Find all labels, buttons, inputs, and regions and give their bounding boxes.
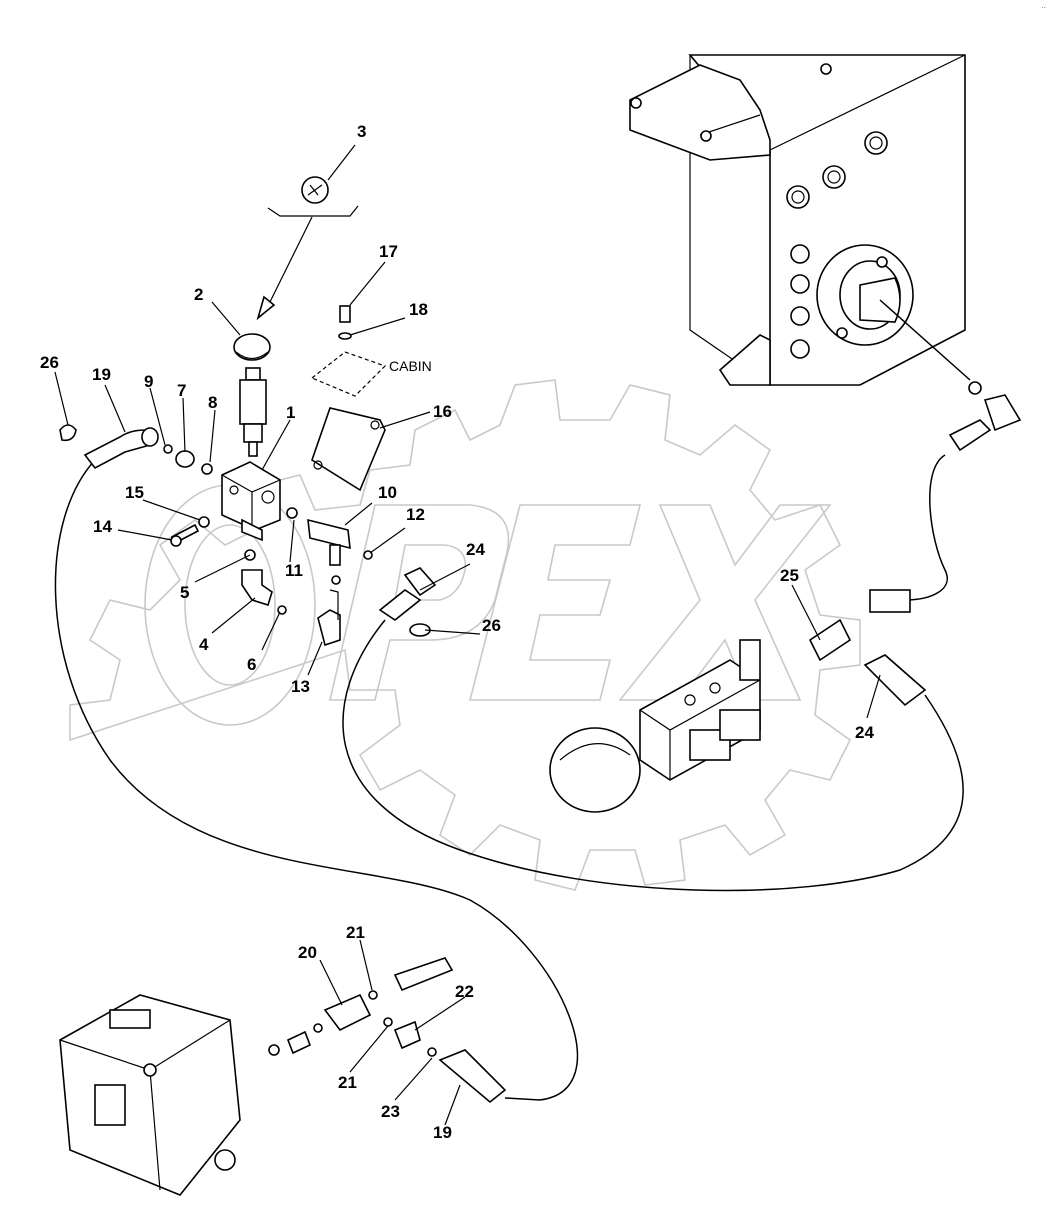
callout-17: 17 bbox=[379, 242, 398, 261]
corner-code: .. bbox=[1041, 2, 1046, 10]
leader-lines bbox=[54, 144, 881, 1126]
watermark-p bbox=[328, 504, 510, 701]
callout-26-left: 26 bbox=[40, 353, 59, 372]
callout-21-bottom: 21 bbox=[338, 1073, 357, 1092]
callout-4: 4 bbox=[199, 635, 209, 654]
callout-14: 14 bbox=[93, 517, 112, 536]
watermark-o-outer bbox=[144, 484, 316, 726]
hose-center bbox=[342, 619, 964, 892]
watermark-o-inner bbox=[184, 524, 276, 686]
callout-18: 18 bbox=[409, 300, 428, 319]
callout-13: 13 bbox=[291, 677, 310, 696]
callout-3: 3 bbox=[357, 122, 366, 141]
callout-labels: 1 2 3 4 5 6 7 8 9 10 11 12 13 14 15 16 1… bbox=[40, 122, 874, 1142]
callout-26-center: 26 bbox=[482, 616, 501, 635]
watermark-e bbox=[468, 504, 642, 701]
cab-housing bbox=[629, 54, 966, 386]
callout-25: 25 bbox=[780, 566, 799, 585]
callout-16: 16 bbox=[433, 402, 452, 421]
fitting-24-upper bbox=[378, 567, 437, 637]
callout-5: 5 bbox=[180, 583, 189, 602]
callout-19-top: 19 bbox=[92, 365, 111, 384]
watermark-x bbox=[618, 504, 832, 701]
cabin-annotation: CABIN bbox=[389, 358, 432, 374]
callout-22: 22 bbox=[455, 982, 474, 1001]
part-1-valve-block bbox=[221, 461, 281, 542]
callout-10: 10 bbox=[378, 483, 397, 502]
callout-24-upper: 24 bbox=[466, 540, 485, 559]
part-2-cap bbox=[233, 333, 271, 361]
elbow-4 bbox=[241, 549, 287, 615]
callout-11: 11 bbox=[285, 561, 303, 580]
hose-cab-return bbox=[879, 299, 971, 381]
callout-15: 15 bbox=[125, 483, 144, 502]
callout-23: 23 bbox=[381, 1102, 400, 1121]
callout-20: 20 bbox=[298, 943, 317, 962]
fittings-bottom bbox=[268, 957, 507, 1104]
fittings-left bbox=[59, 424, 213, 475]
callout-2: 2 bbox=[194, 285, 203, 304]
tee-10 bbox=[286, 507, 373, 647]
callout-9: 9 bbox=[144, 372, 153, 391]
callout-8: 8 bbox=[208, 393, 217, 412]
control-valve-assembly bbox=[549, 381, 1022, 813]
hose-left bbox=[54, 459, 579, 1101]
callout-12: 12 bbox=[406, 505, 425, 524]
pump-assembly bbox=[59, 994, 241, 1196]
callout-6: 6 bbox=[247, 655, 256, 674]
part-16-bracket bbox=[311, 407, 386, 492]
cabin-plate bbox=[310, 305, 387, 397]
bolt-14-15 bbox=[170, 516, 210, 547]
callout-7: 7 bbox=[177, 381, 186, 400]
part-3-symbol bbox=[256, 176, 359, 321]
hose-right bbox=[904, 454, 948, 601]
callout-21-top: 21 bbox=[346, 923, 365, 942]
callout-1: 1 bbox=[286, 403, 295, 422]
callout-24-right: 24 bbox=[855, 723, 874, 742]
cartridge-valve bbox=[239, 367, 267, 457]
callout-19-bottom: 19 bbox=[433, 1123, 452, 1142]
